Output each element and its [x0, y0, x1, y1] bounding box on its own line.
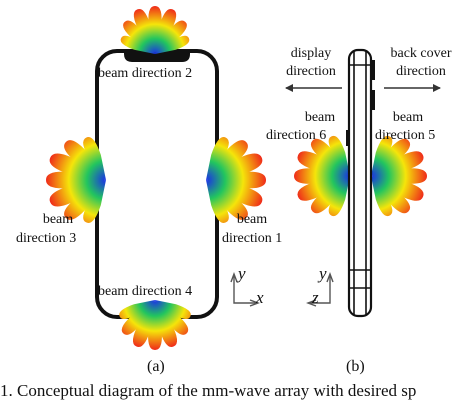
beam-direction-1-label-line2: direction 1: [222, 231, 283, 246]
beam-petal: [155, 35, 190, 54]
beam-direction-6-label-line1: beam: [304, 110, 336, 125]
beam-petal: [206, 140, 248, 180]
beam-petal: [49, 153, 106, 180]
beam-petal: [155, 300, 189, 335]
side-button-lower: [371, 90, 375, 110]
beam-petal: [206, 137, 229, 180]
beam-petal: [297, 176, 350, 201]
beam-direction-3-label-line2: direction 3: [16, 231, 77, 246]
panel-a-label: (a): [147, 358, 165, 375]
figure-caption: 1. Conceptual diagram of the mm-wave arr…: [0, 381, 417, 400]
side-button-small: [346, 130, 349, 146]
beam-petal: [328, 176, 350, 217]
beam-petal: [371, 151, 424, 176]
beam-petal: [310, 138, 350, 176]
beam-petal: [371, 176, 393, 217]
beam-petal: [148, 5, 162, 54]
beam-petal: [293, 168, 350, 184]
beam-petal: [155, 300, 178, 347]
beam-petal: [83, 180, 106, 223]
beam-petal: [371, 138, 411, 176]
beam-petal: [206, 171, 267, 189]
beam-petal: [45, 171, 106, 189]
axis-a-y-label: y: [238, 264, 246, 283]
beam-petal: [206, 180, 229, 223]
beam-petal: [206, 180, 263, 207]
beam-direction-5-label-line2: direction 5: [375, 128, 436, 143]
beam-petal: [155, 8, 177, 54]
beam-petal: [371, 168, 428, 184]
back-cover-direction-label-line1: back cover: [390, 46, 452, 61]
beam-patterns: [45, 5, 428, 351]
display-direction-label-line1: display: [290, 46, 332, 61]
beam-petal: [310, 176, 350, 214]
display-direction-label-line2: direction: [286, 64, 336, 79]
beam-petal: [148, 300, 162, 351]
axis-a-x-label: x: [256, 288, 264, 307]
beam-direction-5-label-line1: beam: [392, 110, 424, 125]
back-cover-direction-label-line2: direction: [396, 64, 446, 79]
beam-petal: [133, 8, 155, 54]
beam-petal: [121, 300, 155, 335]
beam-petal: [119, 300, 155, 320]
beam-petal: [155, 300, 191, 320]
beam-direction-1-pattern: [206, 137, 267, 223]
beam-direction-6-pattern: [293, 135, 350, 217]
beam-direction-3-pattern: [45, 137, 106, 223]
beam-petal: [132, 300, 155, 347]
beam-petal: [297, 151, 350, 176]
beam-direction-3-label-line1: beam: [42, 212, 74, 227]
panel-b-label: (b): [346, 358, 365, 375]
beam-petal: [371, 135, 393, 176]
beam-petal: [64, 180, 106, 220]
beam-petal: [83, 137, 106, 180]
phone-notch: [124, 49, 190, 62]
beam-petal: [155, 20, 187, 54]
beam-direction-2-label: beam direction 2: [98, 66, 193, 81]
beam-direction-4-label: beam direction 4: [98, 284, 193, 299]
axis-b-y-label: y: [319, 264, 327, 283]
beam-petal: [206, 153, 263, 180]
beam-petal: [120, 35, 155, 54]
beam-direction-1-label-line1: beam: [236, 212, 268, 227]
beam-direction-2-pattern: [120, 5, 190, 54]
beam-petal: [49, 180, 106, 207]
axis-a: [230, 272, 260, 307]
phone-front: [95, 49, 219, 319]
side-button-upper: [371, 60, 375, 80]
beam-petal: [64, 140, 106, 180]
beam-petal: [123, 20, 155, 54]
phone-side: [346, 48, 375, 318]
axis-b-z-label: z: [312, 288, 319, 307]
beam-petal: [371, 176, 411, 214]
beam-direction-6-label-line2: direction 6: [266, 128, 327, 143]
beam-direction-4-pattern: [119, 300, 191, 351]
beam-direction-5-pattern: [371, 135, 428, 217]
beam-petal: [328, 135, 350, 176]
beam-petal: [206, 180, 248, 220]
axis-b: [306, 272, 334, 307]
beam-petal: [371, 176, 424, 201]
